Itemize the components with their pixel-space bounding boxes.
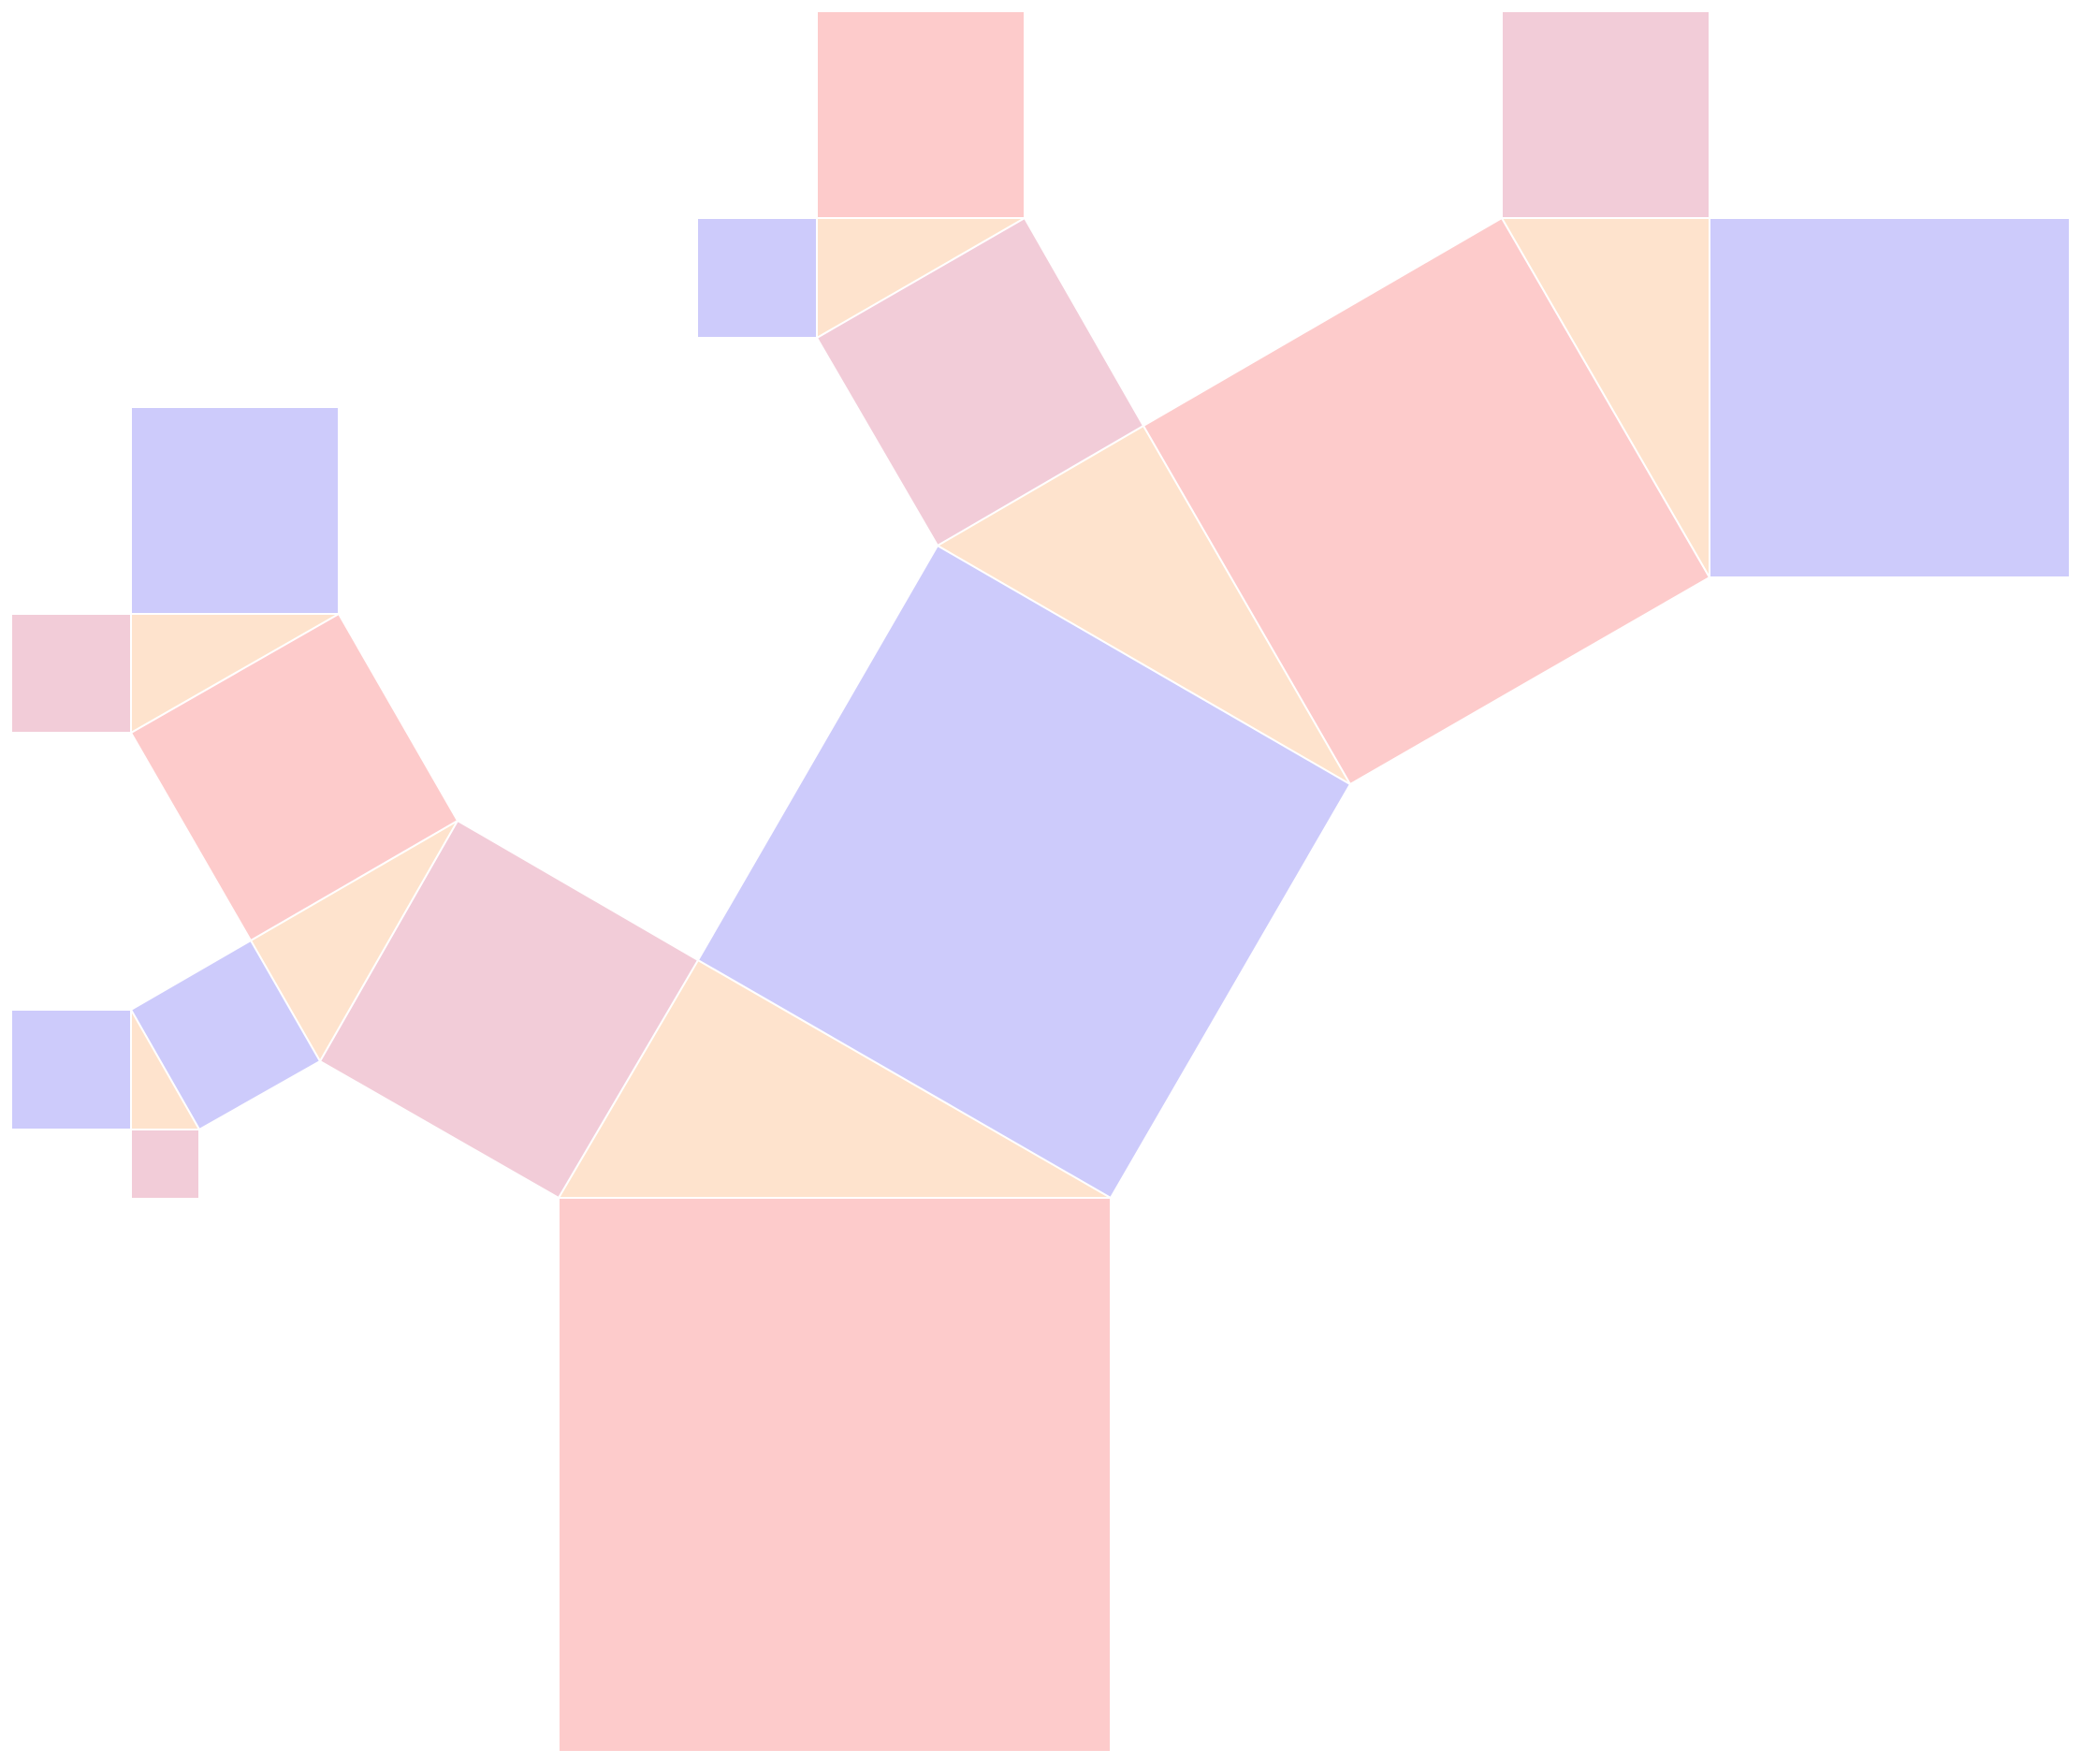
far-right-square: [1709, 217, 2071, 578]
top-right-square: [1501, 10, 1710, 219]
tiny-square: [130, 1129, 200, 1200]
shapes-layer: [10, 10, 2071, 1753]
top-center-left-square: [696, 217, 818, 339]
root-square: [558, 1197, 1112, 1753]
far-left-lower-square: [10, 1009, 132, 1130]
top-center-square: [816, 10, 1026, 219]
far-left-square: [10, 613, 132, 734]
top-left-square: [130, 406, 340, 615]
